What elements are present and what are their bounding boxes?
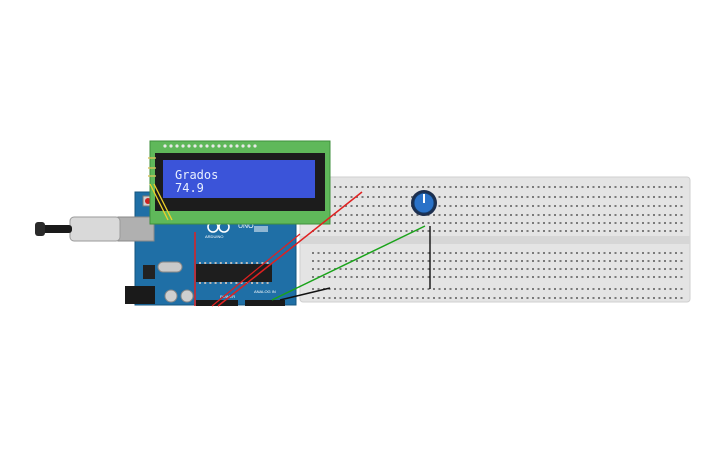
red-wire[interactable]	[217, 191, 363, 307]
analog-in-label: ANALOG IN	[254, 289, 276, 294]
power-header[interactable]	[196, 300, 238, 306]
lcd-screen	[163, 160, 315, 198]
red-wire-board[interactable]	[211, 233, 301, 307]
usb-connector	[117, 216, 155, 242]
usb-cable[interactable]	[69, 216, 121, 242]
lcd-16x2-module[interactable]: Grados 74.9	[148, 140, 331, 225]
power-label: POWER	[220, 294, 235, 299]
potentiometer[interactable]	[411, 190, 437, 216]
board-model-label: UNO	[238, 223, 254, 230]
power-jack	[125, 286, 155, 304]
lcd-line-1: Grados	[175, 168, 218, 182]
breadboard[interactable]	[299, 176, 691, 303]
green-wire[interactable]	[271, 225, 426, 301]
black-wire[interactable]	[279, 287, 331, 301]
breadboard-holes[interactable]	[312, 186, 683, 299]
lcd-line-2: 74.9	[175, 181, 204, 195]
analog-header[interactable]	[245, 300, 285, 306]
brand-label: ARDUINO	[205, 234, 223, 239]
